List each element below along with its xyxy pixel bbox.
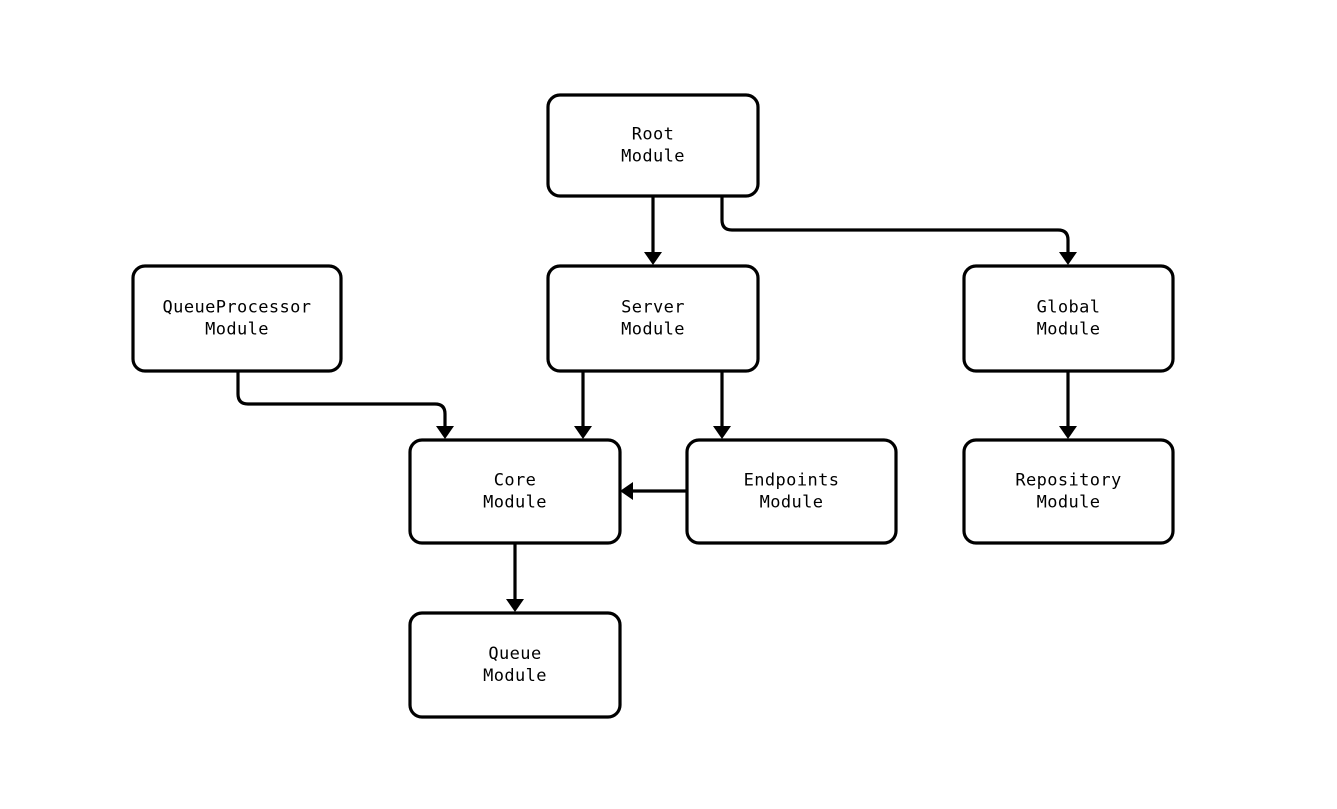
node-box[interactable] <box>685 438 898 545</box>
node-box[interactable] <box>408 438 622 545</box>
arrowhead-icon <box>1059 252 1077 265</box>
arrowhead-icon <box>620 482 633 500</box>
node-label-line2: Module <box>621 147 685 167</box>
node-label-line1: Repository <box>1015 471 1121 491</box>
node-label-line1: Server <box>621 298 685 318</box>
node-box[interactable] <box>962 438 1175 545</box>
node-label-line2: Module <box>1037 320 1101 340</box>
arrowhead-icon <box>574 426 592 439</box>
node-label-line1: Endpoints <box>744 471 840 491</box>
node-box[interactable] <box>408 611 622 719</box>
edge-line <box>720 196 1070 258</box>
nodes-layer: RootModuleQueueProcessorModuleServerModu… <box>131 93 1175 719</box>
edge-queueprocessor-to-core <box>236 371 454 439</box>
node-label-line2: Module <box>483 666 547 686</box>
edge-server-to-core <box>574 371 592 439</box>
edge-root-to-server <box>644 196 662 265</box>
node-label-line1: Root <box>632 125 675 145</box>
edge-server-to-endpoints <box>713 371 731 439</box>
node-box[interactable] <box>962 264 1175 373</box>
node-label-line1: Global <box>1037 298 1101 318</box>
edge-root-to-global <box>720 196 1077 265</box>
edge-global-to-repository <box>1059 371 1077 439</box>
node-box[interactable] <box>131 264 343 373</box>
edge-core-to-queue <box>506 543 524 612</box>
node-label-line2: Module <box>760 493 824 513</box>
node-box[interactable] <box>546 264 760 373</box>
arrowhead-icon <box>506 599 524 612</box>
node-label-line2: Module <box>205 320 269 340</box>
arrowhead-icon <box>644 252 662 265</box>
edge-line <box>236 371 447 432</box>
arrowhead-icon <box>1059 426 1077 439</box>
node-label-line1: QueueProcessor <box>163 298 312 318</box>
node-label-line2: Module <box>1037 493 1101 513</box>
node-box[interactable] <box>546 93 760 198</box>
node-label-line1: Queue <box>488 644 541 664</box>
node-label-line1: Core <box>494 471 537 491</box>
arrowhead-icon <box>713 426 731 439</box>
edge-endpoints-to-core <box>620 482 687 500</box>
node-label-line2: Module <box>621 320 685 340</box>
arrowhead-icon <box>436 426 454 439</box>
node-label-line2: Module <box>483 493 547 513</box>
edges-layer <box>236 196 1077 612</box>
